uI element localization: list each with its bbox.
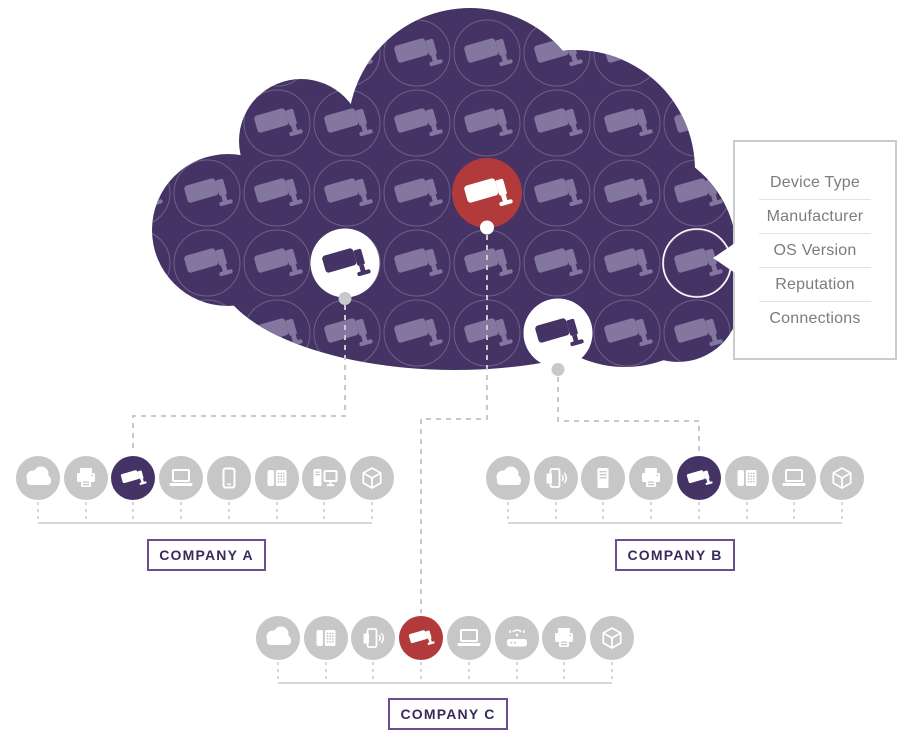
- callout-separator: [759, 232, 871, 234]
- cctv-camera-icon: [152, 34, 164, 75]
- pattern-circle: [173, 89, 241, 157]
- cctv-camera-icon: [152, 104, 164, 145]
- cctv-camera-icon: [152, 314, 164, 355]
- deskphone-icon: [737, 470, 757, 486]
- connector-company-a: [132, 305, 346, 452]
- pattern-circle: [243, 89, 311, 157]
- cctv-camera-icon: [183, 314, 234, 355]
- callout-item: OS Version: [773, 241, 857, 259]
- callout-tail: [713, 243, 735, 273]
- pattern-circle: [383, 159, 451, 227]
- deskphone-icon: [316, 630, 336, 646]
- pattern-circle: [453, 19, 521, 87]
- connector-dot: [551, 363, 565, 376]
- connector-dot: [338, 292, 352, 305]
- pattern-circle: [152, 159, 171, 227]
- device-circle: [495, 616, 539, 660]
- pattern-circle: [152, 229, 171, 297]
- pattern-circle: [453, 89, 521, 157]
- pattern-circle: [173, 229, 241, 297]
- pattern-circle: [383, 229, 451, 297]
- callout-item: Device Type: [770, 173, 860, 191]
- cloud-highlights: [310, 158, 732, 376]
- pattern-circle: [152, 299, 171, 367]
- connector-company-c: [420, 235, 488, 613]
- callout-item: Manufacturer: [766, 207, 864, 225]
- cctv-camera-icon: [673, 34, 724, 75]
- device-circle: [534, 456, 578, 500]
- connector-dot: [480, 220, 494, 235]
- pattern-circle: [383, 89, 451, 157]
- pattern-circle: [173, 159, 241, 227]
- pattern-circle: [593, 299, 661, 367]
- pattern-circle: [313, 159, 381, 227]
- pattern-circle: [523, 159, 591, 227]
- pattern-circle: [313, 19, 381, 87]
- pattern-circle: [243, 229, 311, 297]
- company-a-label: COMPANY A: [147, 539, 266, 571]
- server-icon: [597, 468, 609, 488]
- pattern-circle: [523, 89, 591, 157]
- pattern-circle: [593, 229, 661, 297]
- pattern-circle: [593, 159, 661, 227]
- device-circle: [159, 456, 203, 500]
- device-circle: [447, 616, 491, 660]
- company-device-rows: [16, 456, 864, 684]
- pattern-circle: [663, 19, 731, 87]
- cctv-camera-icon: [183, 104, 234, 145]
- pattern-circle: [593, 89, 661, 157]
- callout-separator: [759, 266, 871, 268]
- callout-separator: [759, 300, 871, 302]
- pattern-circle: [173, 299, 241, 367]
- cctv-camera-icon: [183, 34, 234, 75]
- callout-item: Reputation: [775, 275, 855, 293]
- connector-company-b: [557, 377, 700, 452]
- device-circle: [772, 456, 816, 500]
- deskphone-icon: [267, 470, 287, 486]
- pattern-circle: [243, 19, 311, 87]
- callout-item: Connections: [769, 309, 861, 327]
- company-c-label: COMPANY C: [388, 698, 508, 730]
- pattern-circle: [152, 19, 171, 87]
- pattern-circle: [173, 19, 241, 87]
- connector-lines: [132, 235, 700, 613]
- device-attributes-callout: Device Type Manufacturer OS Version Repu…: [713, 140, 897, 360]
- cctv-camera-icon: [253, 34, 304, 75]
- company-b-label: COMPANY B: [615, 539, 735, 571]
- pattern-circle: [523, 229, 591, 297]
- device-circle: [351, 616, 395, 660]
- callout-separator: [759, 198, 871, 200]
- pattern-circle: [383, 299, 451, 367]
- device-circle: [207, 456, 251, 500]
- pattern-circle: [243, 159, 311, 227]
- pattern-circle: [152, 89, 171, 157]
